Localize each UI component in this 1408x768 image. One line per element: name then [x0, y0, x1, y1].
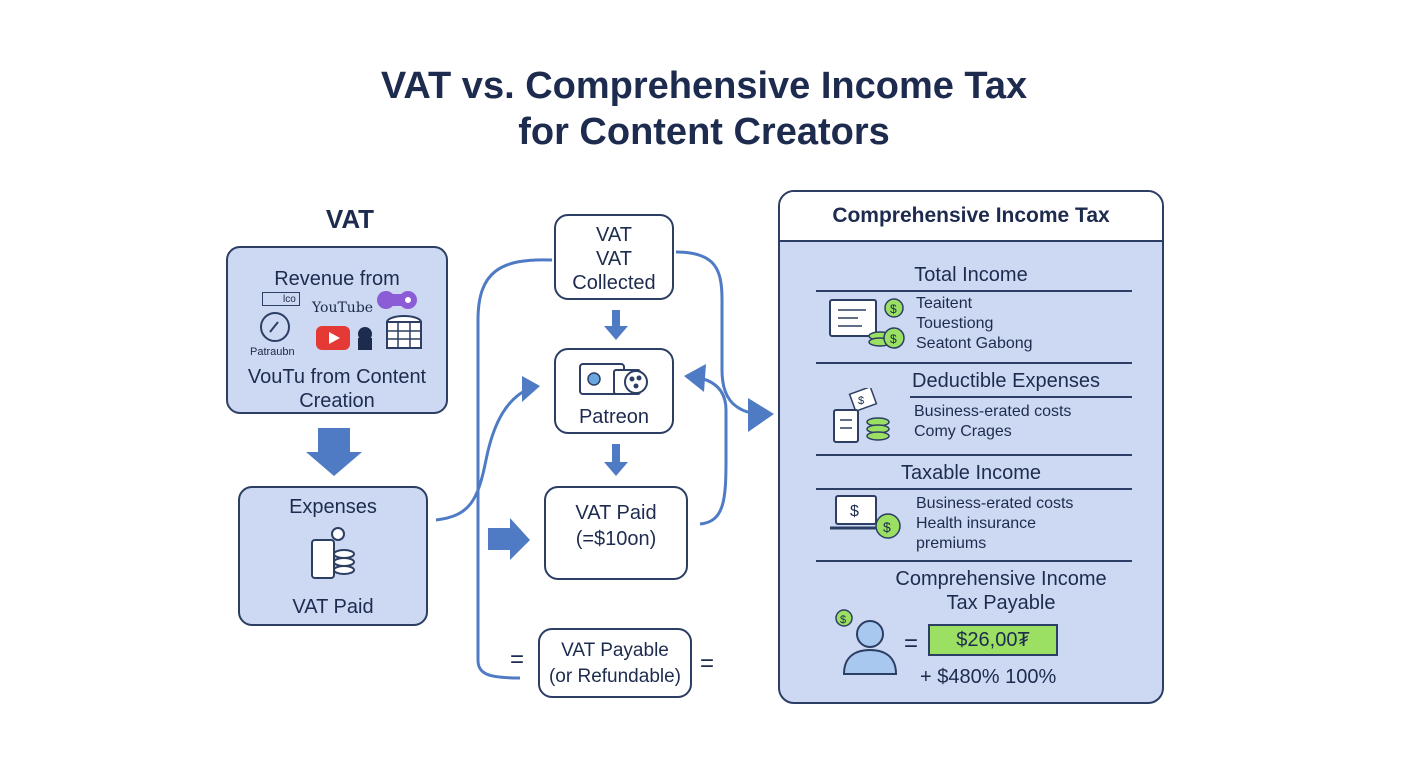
revenue-line-3: Creation — [299, 390, 375, 412]
gamepad-icon — [377, 291, 417, 309]
deductible-heading: Deductible Expenses — [912, 370, 1100, 392]
taxable-heading: Taxable Income — [900, 462, 1042, 484]
vat-paid-box: VAT Paid (=$10on) — [544, 486, 688, 580]
collected-line-3: Collected — [572, 272, 656, 294]
paid-line-1: VAT Paid — [575, 502, 657, 524]
instagram-icon — [260, 312, 290, 342]
total-income-item-3: Seatont Gabong — [916, 335, 1033, 352]
arrow-collected-to-patreon — [604, 310, 628, 340]
collected-line-1: VAT — [596, 224, 632, 246]
payable-heading-line-2: Tax Payable — [946, 592, 1056, 614]
title-line-1: VAT vs. Comprehensive Income Tax — [380, 65, 1028, 107]
revenue-line-2: VouTu from Content — [247, 366, 427, 388]
collected-line-2: VAT — [596, 248, 632, 270]
equals-right: = — [700, 650, 715, 677]
paid-line-2: (=$10on) — [575, 528, 657, 550]
svg-text:$: $ — [850, 503, 859, 520]
payable-line-2: (or Refundable) — [548, 666, 682, 687]
expenses-title: Expenses — [289, 496, 377, 518]
expenses-footer: VAT Paid — [292, 596, 374, 618]
cit-panel-header: Comprehensive Income Tax — [780, 192, 1162, 242]
receipt-money-icon: $ — [833, 388, 890, 443]
taxable-item-1: Business-erated costs — [916, 495, 1074, 512]
curve-left-loop — [476, 258, 553, 680]
payable-amount: $26,00₮ — [928, 624, 1058, 656]
expenses-box: Expenses VAT Paid — [238, 486, 428, 626]
arrow-into-paid — [488, 518, 530, 560]
arrow-revenue-to-expenses — [306, 428, 362, 476]
vat-payable-box: VAT Payable (or Refundable) — [538, 628, 692, 698]
equals-left: = — [510, 646, 525, 673]
svg-text:$: $ — [890, 332, 897, 346]
deductible-item-2: Comy Crages — [914, 423, 1012, 440]
patreon-box: Patreon — [554, 348, 674, 434]
vat-heading: VAT — [325, 204, 375, 234]
patreon-label: Patreon — [578, 406, 650, 428]
title-line-2: for Content Creators — [518, 111, 890, 153]
person-silhouette-icon — [358, 327, 372, 350]
curve-expenses-to-patreon — [435, 386, 531, 522]
browser-video-icon — [579, 363, 648, 395]
taxable-item-3: premiums — [916, 535, 987, 552]
svg-text:$: $ — [840, 614, 846, 626]
vat-collected-box: VAT VAT Collected — [554, 214, 674, 300]
laptop-dollar-icon: $ $ — [830, 495, 901, 539]
total-income-item-2: Touestiong — [916, 315, 994, 332]
payable-note: + $480% 100% — [920, 666, 1057, 688]
payable-heading-line-1: Comprehensive Income — [895, 568, 1107, 590]
person-coin-icon: $ — [835, 609, 898, 675]
cit-title: Comprehensive Income Tax — [832, 204, 1110, 227]
revenue-box: Revenue from lco YouTube Patraubn VouTu … — [226, 246, 448, 414]
curve-collected-to-cit — [675, 250, 757, 416]
deductible-item-1: Business-erated costs — [914, 403, 1072, 420]
database-grid-icon — [386, 315, 422, 349]
svg-text:$: $ — [858, 395, 864, 407]
revenue-line-1: Revenue from — [274, 268, 400, 290]
payable-line-1: VAT Payable — [561, 640, 669, 661]
taxable-item-2: Health insurance — [916, 515, 1037, 532]
svg-text:$: $ — [883, 519, 891, 535]
curve-paid-to-patreon — [699, 376, 728, 526]
patreon-wordmark: Patraubn — [250, 346, 295, 358]
coin-stack-icon — [311, 527, 355, 579]
invoice-coins-icon: $ $ — [829, 298, 905, 349]
youtube-wordmark: YouTube — [312, 300, 374, 316]
youtube-play-icon — [316, 326, 350, 350]
payable-equals: = — [904, 630, 919, 657]
small-badge-icon: lco — [262, 292, 300, 306]
cit-panel: Comprehensive Income Tax Total Income $ … — [778, 190, 1164, 704]
total-income-heading: Total Income — [914, 264, 1028, 286]
svg-text:$: $ — [890, 302, 897, 316]
total-income-item-1: Teaitent — [916, 295, 973, 312]
arrow-patreon-to-paid — [604, 444, 628, 476]
